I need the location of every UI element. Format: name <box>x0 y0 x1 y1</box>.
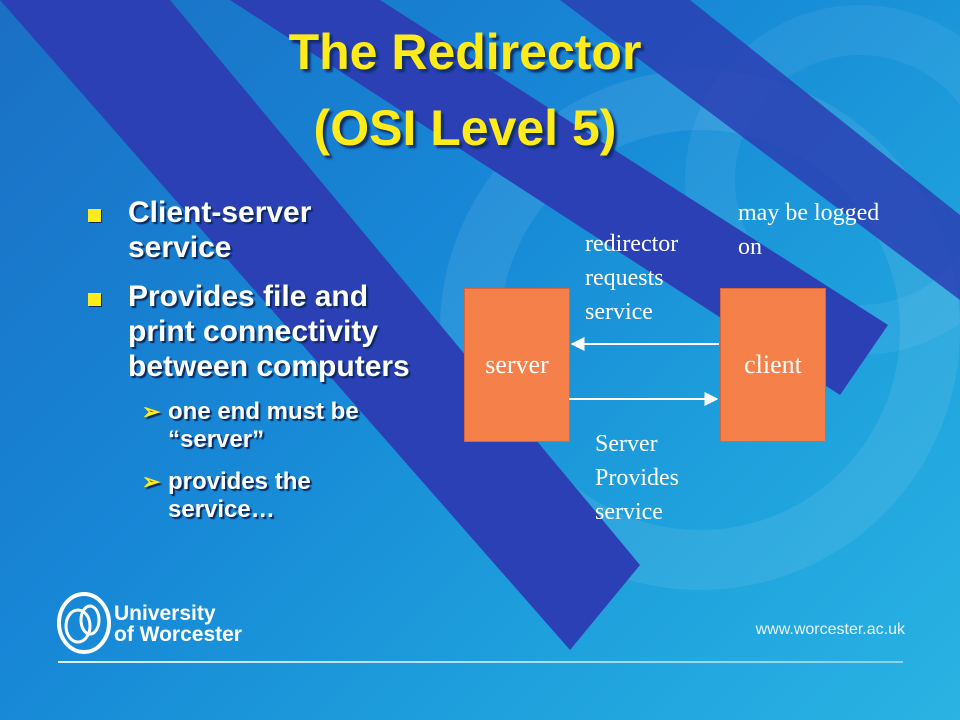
server-provides-label: Server Provides service <box>595 431 679 525</box>
logo-text-line-2: of Worcester <box>114 623 242 646</box>
bullet-item: Client-server service <box>88 195 418 265</box>
slide-title-line-2: (OSI Level 5) <box>313 100 617 156</box>
sub-bullet-text: one end must be “server” <box>168 398 359 453</box>
redirector-requests-label: redirector requests service <box>585 231 679 325</box>
bullet-list: Client-server service Provides file and … <box>88 195 418 538</box>
arrow-bullet-icon: ➢ <box>142 469 161 494</box>
may-be-logged-on-label: may be logged on <box>738 200 880 260</box>
slide-title-line-1: The Redirector <box>288 24 642 80</box>
sub-bullet-item: ➢ one end must be “server” <box>128 398 418 454</box>
arrow-bullet-icon: ➢ <box>142 399 161 424</box>
sub-bullet-text: provides the service… <box>168 468 311 523</box>
bullet-item: Provides file and print connectivity bet… <box>88 279 418 384</box>
university-logo-icon <box>57 592 111 654</box>
bullet-text: Client-server service <box>128 196 312 264</box>
square-bullet-icon <box>88 293 101 306</box>
website-url: www.worcester.ac.uk <box>755 621 905 638</box>
square-bullet-icon <box>88 209 101 222</box>
stripe-3 <box>560 0 960 300</box>
stripe-1 <box>0 0 640 650</box>
bullet-text: Provides file and print connectivity bet… <box>128 280 410 383</box>
client-box: client <box>720 288 826 442</box>
server-box: server <box>464 288 570 442</box>
logo-text-line-1: University <box>114 602 216 625</box>
sub-bullet-item: ➢ provides the service… <box>128 468 418 524</box>
footer-divider <box>58 661 903 663</box>
